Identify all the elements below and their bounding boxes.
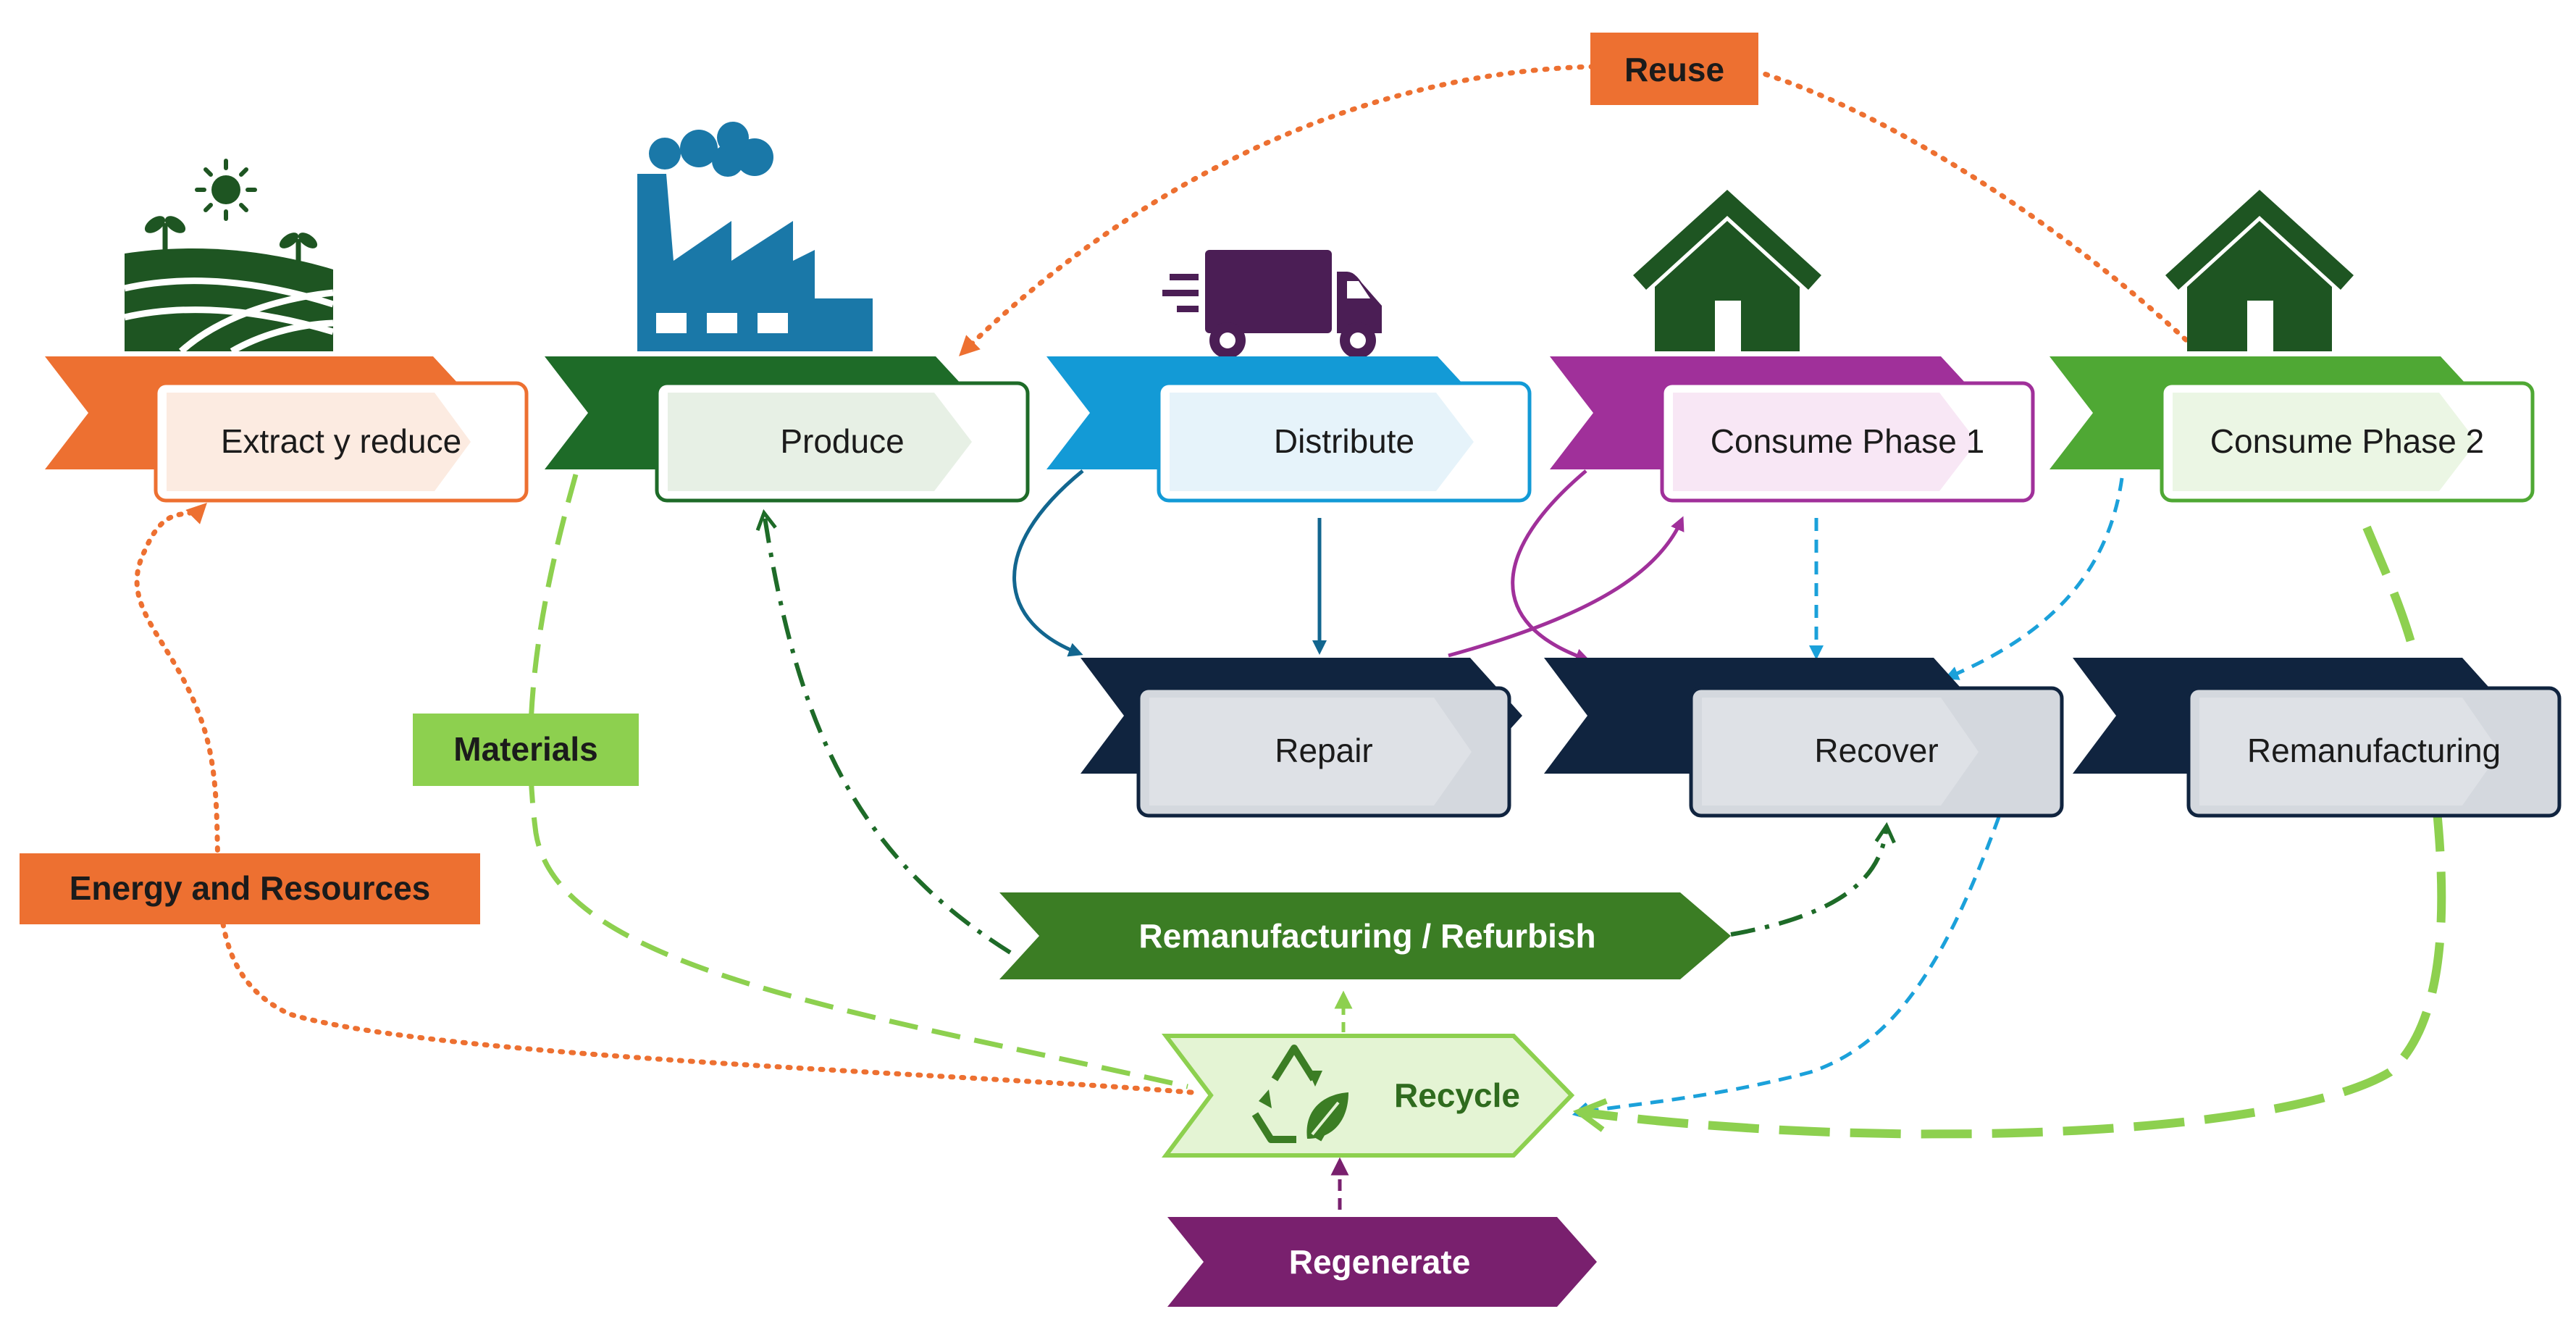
repair-to-consume1-line (1448, 516, 1685, 658)
reuse-label: Reuse (1624, 51, 1724, 88)
materials-label: Materials (453, 730, 597, 768)
recovery-remanufacturing: Remanufacturing (2073, 658, 2562, 818)
stage-distribute: Distribute (1046, 356, 1532, 503)
stage-consume-2: Consume Phase 2 (2050, 356, 2535, 503)
recovery-recover: Recover (1544, 658, 2064, 818)
energy-loop-line (134, 503, 1194, 1095)
refurbish-to-produce-line (764, 513, 1012, 955)
remanufacturing-to-recycle-dash (1579, 525, 2446, 1139)
house-icon-consume-1 (1633, 190, 1821, 351)
stage-distribute-label: Distribute (1274, 422, 1414, 460)
recovery-repair-label: Repair (1275, 732, 1373, 769)
materials-loop-line (527, 474, 1188, 1089)
stage-consume-2-label: Consume Phase 2 (2210, 422, 2484, 460)
factory-icon (637, 122, 873, 351)
stage-produce-label: Produce (780, 422, 904, 460)
stage-produce: Produce (545, 356, 1030, 503)
remanufacturing-refurbish-banner: Remanufacturing / Refurbish (999, 892, 1731, 979)
consume2-to-recover-dash (1944, 477, 2124, 680)
materials-label-box: Materials (413, 714, 639, 786)
stage-consume-1: Consume Phase 1 (1550, 356, 2035, 503)
reuse-loop-line (963, 64, 2197, 352)
farm-icon (124, 159, 335, 354)
stage-extract-label: Extract y reduce (221, 422, 461, 460)
recovery-remanufacturing-label: Remanufacturing (2247, 732, 2501, 769)
reuse-label-box: Reuse (1590, 33, 1758, 105)
regenerate-banner: Regenerate (1167, 1217, 1597, 1307)
stage-consume-1-label: Consume Phase 1 (1711, 422, 1984, 460)
recycle-label: Recycle (1394, 1076, 1520, 1114)
house-icon-consume-2 (2165, 190, 2354, 351)
recovery-recover-label: Recover (1814, 732, 1938, 769)
recycle-node: Recycle (1161, 1034, 1575, 1158)
distribute-to-repair-curve (1012, 469, 1084, 657)
energy-label-box: Energy and Resources (20, 853, 480, 924)
remanufacturing-refurbish-label: Remanufacturing / Refurbish (1138, 917, 1595, 955)
energy-label: Energy and Resources (70, 869, 431, 907)
truck-icon (1162, 250, 1382, 359)
consume1-to-recover-line (1511, 469, 1590, 663)
recover-to-recycle-dash (1575, 816, 2001, 1114)
stage-extract: Extract y reduce (45, 356, 529, 503)
regenerate-label: Regenerate (1289, 1243, 1471, 1281)
refurbish-to-recover-line (1730, 826, 1887, 937)
recovery-repair: Repair (1081, 658, 1522, 818)
